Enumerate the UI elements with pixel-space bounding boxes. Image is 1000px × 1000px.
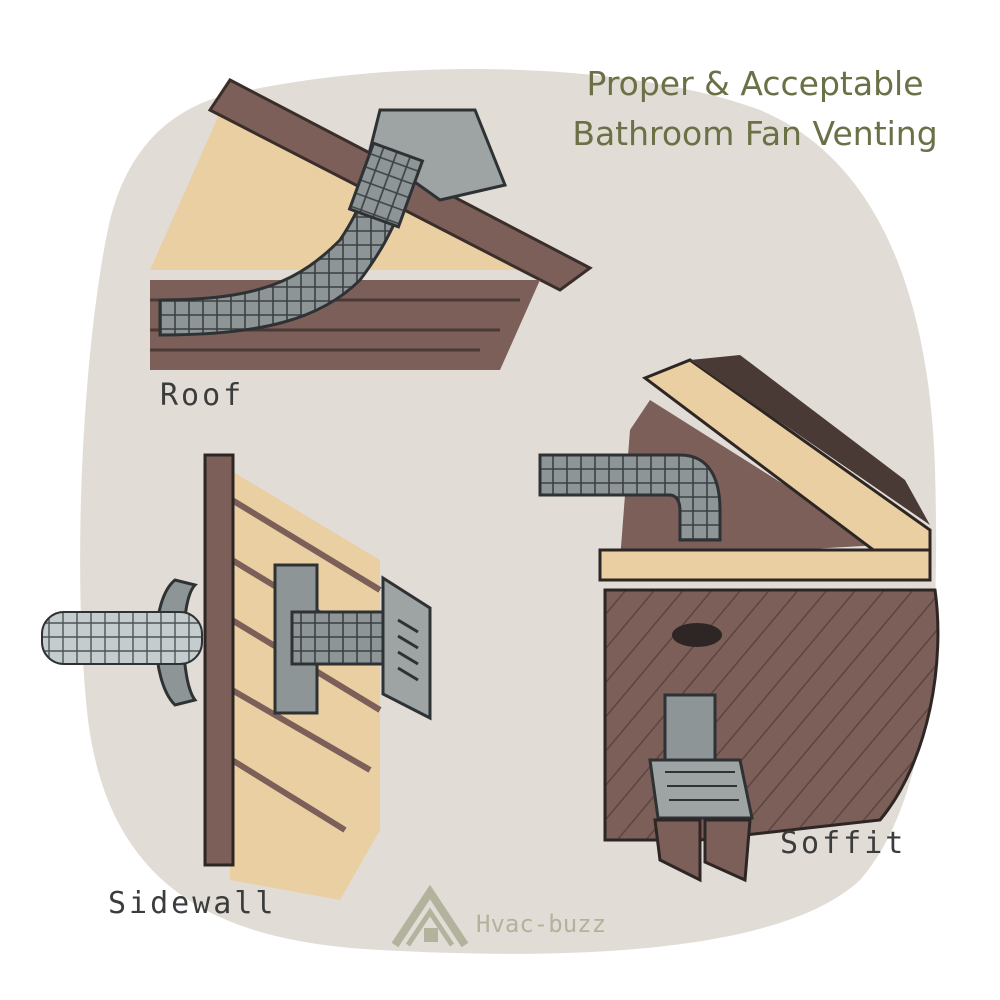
soffit-support-legs [653,818,702,883]
soffit-roof-edge [690,355,930,525]
page-title-line-1: Proper & Acceptable [586,64,924,103]
soffit-attic-duct [538,453,722,542]
sidewall-exterior-duct [290,610,394,666]
soffit-illustration [538,355,940,883]
soffit-fascia-board [598,548,932,582]
sidewall-stud [203,453,235,867]
sidewall-label: Sidewall [108,886,277,921]
page-title-line-2: Bathroom Fan Venting [572,114,938,153]
roof-vent-neck [347,141,425,229]
sidewall-interior-duct [41,611,203,665]
sidewall-illustration [41,453,432,900]
soffit-rafter [641,358,932,557]
sidewall-louver-hood [381,575,432,721]
hvac-buzz-logo-icon [391,884,469,948]
soffit-vent-hole [672,623,722,647]
soffit-label: Soffit [780,826,907,861]
roof-illustration [150,78,593,370]
roof-label: Roof [160,378,245,413]
soffit-vent-box [648,758,754,820]
roof-vent-cap [368,108,508,202]
logo-text: Hvac-buzz [476,910,607,938]
soffit-down-duct [663,693,717,762]
